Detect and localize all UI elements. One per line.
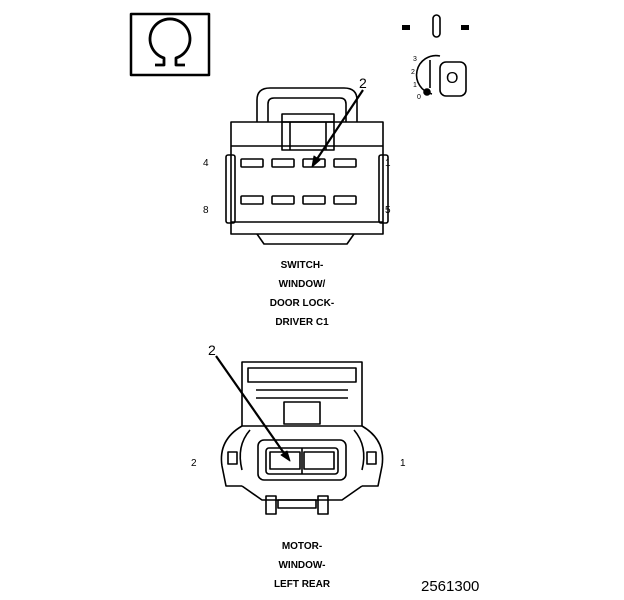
top-label-line-4: DRIVER C1 bbox=[275, 317, 329, 328]
top-label-line-3: DOOR LOCK- bbox=[269, 298, 335, 309]
key-slot-letter: O bbox=[446, 70, 459, 87]
key-position-1: 1 bbox=[413, 82, 417, 89]
figure-number: 2561300 bbox=[421, 578, 480, 595]
top-connector-label: SWITCH- WINDOW/ DOOR LOCK- DRIVER C1 bbox=[242, 256, 362, 332]
key-position-3: 3 bbox=[413, 56, 417, 63]
top-label-line-1: SWITCH- bbox=[280, 260, 324, 271]
pin-label-1-top: 1 bbox=[385, 158, 391, 169]
pin-label-1-bottom: 1 bbox=[400, 458, 406, 469]
bottom-connector-label: MOTOR- WINDOW- LEFT REAR bbox=[242, 537, 362, 594]
pin-label-5: 5 bbox=[385, 205, 391, 216]
pin-label-4: 4 bbox=[203, 158, 209, 169]
bottom-label-line-3: LEFT REAR bbox=[273, 579, 331, 590]
top-connector bbox=[225, 87, 389, 245]
callout-2-bottom: 2 bbox=[208, 342, 216, 358]
pin-label-8: 8 bbox=[203, 205, 209, 216]
bottom-label-line-1: MOTOR- bbox=[281, 541, 323, 552]
key-switch-icon bbox=[402, 14, 469, 97]
top-label-line-2: WINDOW/ bbox=[278, 279, 326, 290]
pin-label-2: 2 bbox=[191, 458, 197, 469]
callout-2-top: 2 bbox=[359, 75, 367, 91]
bottom-label-line-2: WINDOW- bbox=[278, 560, 326, 571]
key-position-2: 2 bbox=[411, 69, 415, 76]
key-position-0: 0 bbox=[417, 94, 421, 101]
bottom-connector bbox=[215, 355, 384, 515]
ohm-symbol-icon bbox=[129, 12, 211, 77]
